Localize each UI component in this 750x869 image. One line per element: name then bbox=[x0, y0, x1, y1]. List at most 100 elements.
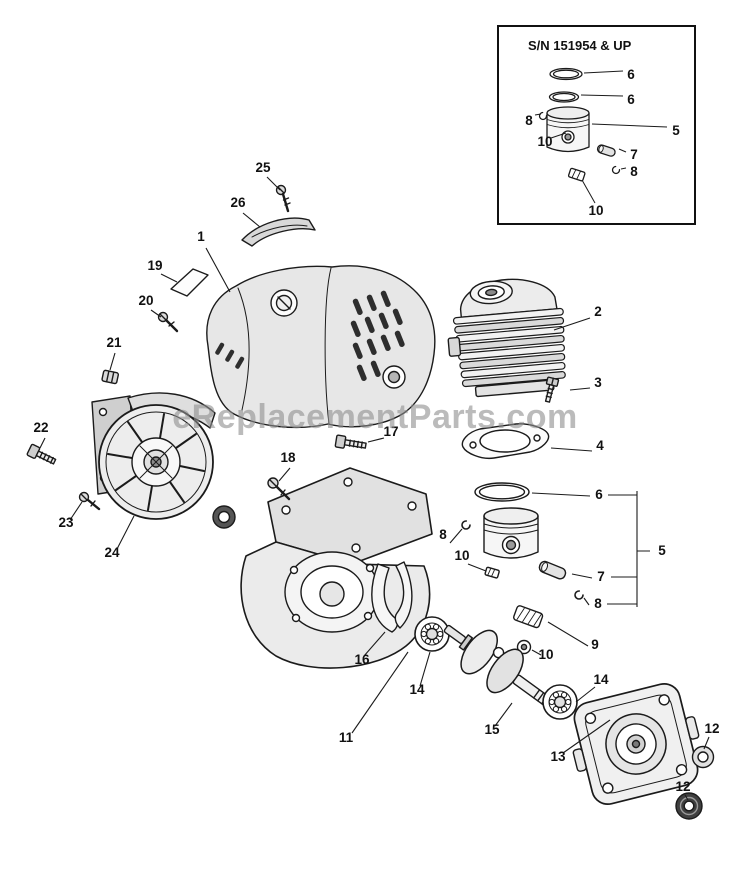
wrist-pin-part bbox=[538, 560, 567, 580]
retainer-16-part bbox=[371, 561, 413, 633]
callout-22: 22 bbox=[33, 420, 48, 435]
inset-leader-6a bbox=[583, 70, 624, 74]
leader-16 bbox=[363, 631, 386, 657]
inset-pin-part bbox=[596, 144, 616, 157]
inset-leader-10b bbox=[581, 179, 596, 204]
leader-10b bbox=[531, 649, 542, 656]
bearing-14a-part bbox=[414, 616, 450, 652]
inset-callout-10l: 10 bbox=[537, 134, 552, 149]
flywheel-fan-part bbox=[91, 392, 216, 520]
leader-25 bbox=[266, 176, 281, 191]
inset-ring-bottom-part bbox=[548, 91, 580, 103]
leader-14a bbox=[419, 651, 431, 687]
leader-21 bbox=[109, 352, 116, 371]
screw-23-part bbox=[78, 491, 101, 511]
leader-3 bbox=[569, 387, 591, 391]
piston-ring-part bbox=[474, 482, 530, 502]
callout-7: 7 bbox=[597, 569, 605, 584]
cover-slots-left bbox=[215, 342, 245, 369]
callout-14a: 14 bbox=[409, 682, 425, 697]
inset-callouts: 6 6 8 5 10 7 8 10 bbox=[525, 67, 680, 218]
inset-needle-bearing-part bbox=[567, 167, 586, 182]
crankcase-half-13-part bbox=[572, 683, 700, 805]
callouts-layer: 25 26 1 19 20 21 22 23 24 17 18 2 3 4 6 … bbox=[33, 160, 719, 794]
inset-callout-10b: 10 bbox=[588, 203, 603, 218]
callout-5: 5 bbox=[658, 543, 666, 558]
inset-leader-8l bbox=[534, 113, 542, 116]
leader-10a bbox=[467, 563, 487, 572]
callout-3: 3 bbox=[594, 375, 602, 390]
callout-10a: 10 bbox=[454, 548, 469, 563]
leader-8a bbox=[449, 528, 463, 544]
callout-16: 16 bbox=[354, 652, 370, 667]
screw-18-part bbox=[267, 477, 291, 501]
callout-17: 17 bbox=[383, 424, 398, 439]
leader-9 bbox=[547, 621, 589, 647]
bolt-17-part bbox=[334, 434, 367, 449]
callout-23: 23 bbox=[58, 515, 74, 530]
inset-leader-6b bbox=[580, 94, 624, 97]
leader-19 bbox=[160, 273, 178, 283]
callout-2: 2 bbox=[594, 304, 602, 319]
pin-clip-8a-part bbox=[461, 520, 471, 530]
inset-callout-6a: 6 bbox=[627, 67, 635, 82]
leader-15 bbox=[494, 702, 513, 727]
engine-cover-part bbox=[206, 265, 436, 429]
leader-23 bbox=[69, 501, 83, 521]
leader-6 bbox=[531, 492, 591, 497]
washer-10b-part bbox=[516, 639, 532, 655]
callout-20: 20 bbox=[138, 293, 153, 308]
callout-21: 21 bbox=[106, 335, 122, 350]
leader-13 bbox=[562, 719, 611, 754]
cover-vents bbox=[350, 290, 405, 382]
callout-1: 1 bbox=[197, 229, 205, 244]
inset-leader-8r bbox=[620, 167, 627, 170]
callout-26: 26 bbox=[230, 195, 246, 210]
leader-11 bbox=[351, 651, 409, 734]
leader-14b bbox=[575, 686, 596, 703]
callout-18: 18 bbox=[280, 450, 296, 465]
inset-callout-6b: 6 bbox=[627, 92, 635, 107]
leader-8b bbox=[583, 597, 590, 606]
inset-border bbox=[497, 25, 696, 225]
oil-seal-left-part bbox=[212, 505, 236, 529]
callout-24: 24 bbox=[104, 545, 120, 560]
needle-bearing-10a-part bbox=[484, 566, 500, 579]
callout-14b: 14 bbox=[593, 672, 609, 687]
inset-leader-10l bbox=[550, 132, 567, 139]
leader-24 bbox=[116, 515, 135, 550]
inset-clip-right-part bbox=[611, 165, 621, 175]
bearing-14b-part bbox=[542, 684, 578, 720]
inset-piston-part bbox=[546, 106, 590, 153]
inset-title: S/N 151954 & UP bbox=[528, 38, 632, 53]
assembly-5-bracket bbox=[607, 491, 650, 607]
inset-leader-5 bbox=[591, 123, 668, 128]
callout-12b: 12 bbox=[675, 779, 690, 794]
spacer-21-part bbox=[101, 369, 120, 385]
callout-13: 13 bbox=[550, 749, 566, 764]
screw-20-part bbox=[157, 311, 179, 333]
leader-12b bbox=[684, 794, 689, 801]
seal-12b-part bbox=[675, 792, 703, 820]
pin-clip-8b-part bbox=[574, 590, 584, 600]
inset-ring-top-part bbox=[549, 67, 583, 81]
leader-1 bbox=[205, 247, 231, 293]
watermark-text: eReplacementParts.com bbox=[172, 398, 577, 436]
cylinder-gasket-part bbox=[461, 423, 550, 460]
gasket-19-part bbox=[170, 268, 209, 297]
seal-12a-part bbox=[691, 745, 715, 769]
inset-callout-5: 5 bbox=[672, 123, 680, 138]
callout-25: 25 bbox=[255, 160, 271, 175]
callout-19: 19 bbox=[147, 258, 162, 273]
inset-leader-lines bbox=[534, 70, 668, 204]
leader-12a bbox=[703, 736, 710, 750]
callout-11: 11 bbox=[339, 730, 354, 745]
inset-leader-7 bbox=[618, 148, 627, 153]
leader-22 bbox=[39, 437, 46, 449]
air-deflector-part bbox=[241, 217, 316, 247]
leader-7 bbox=[571, 573, 593, 579]
leader-26 bbox=[242, 212, 261, 228]
parts-layer bbox=[26, 184, 715, 820]
